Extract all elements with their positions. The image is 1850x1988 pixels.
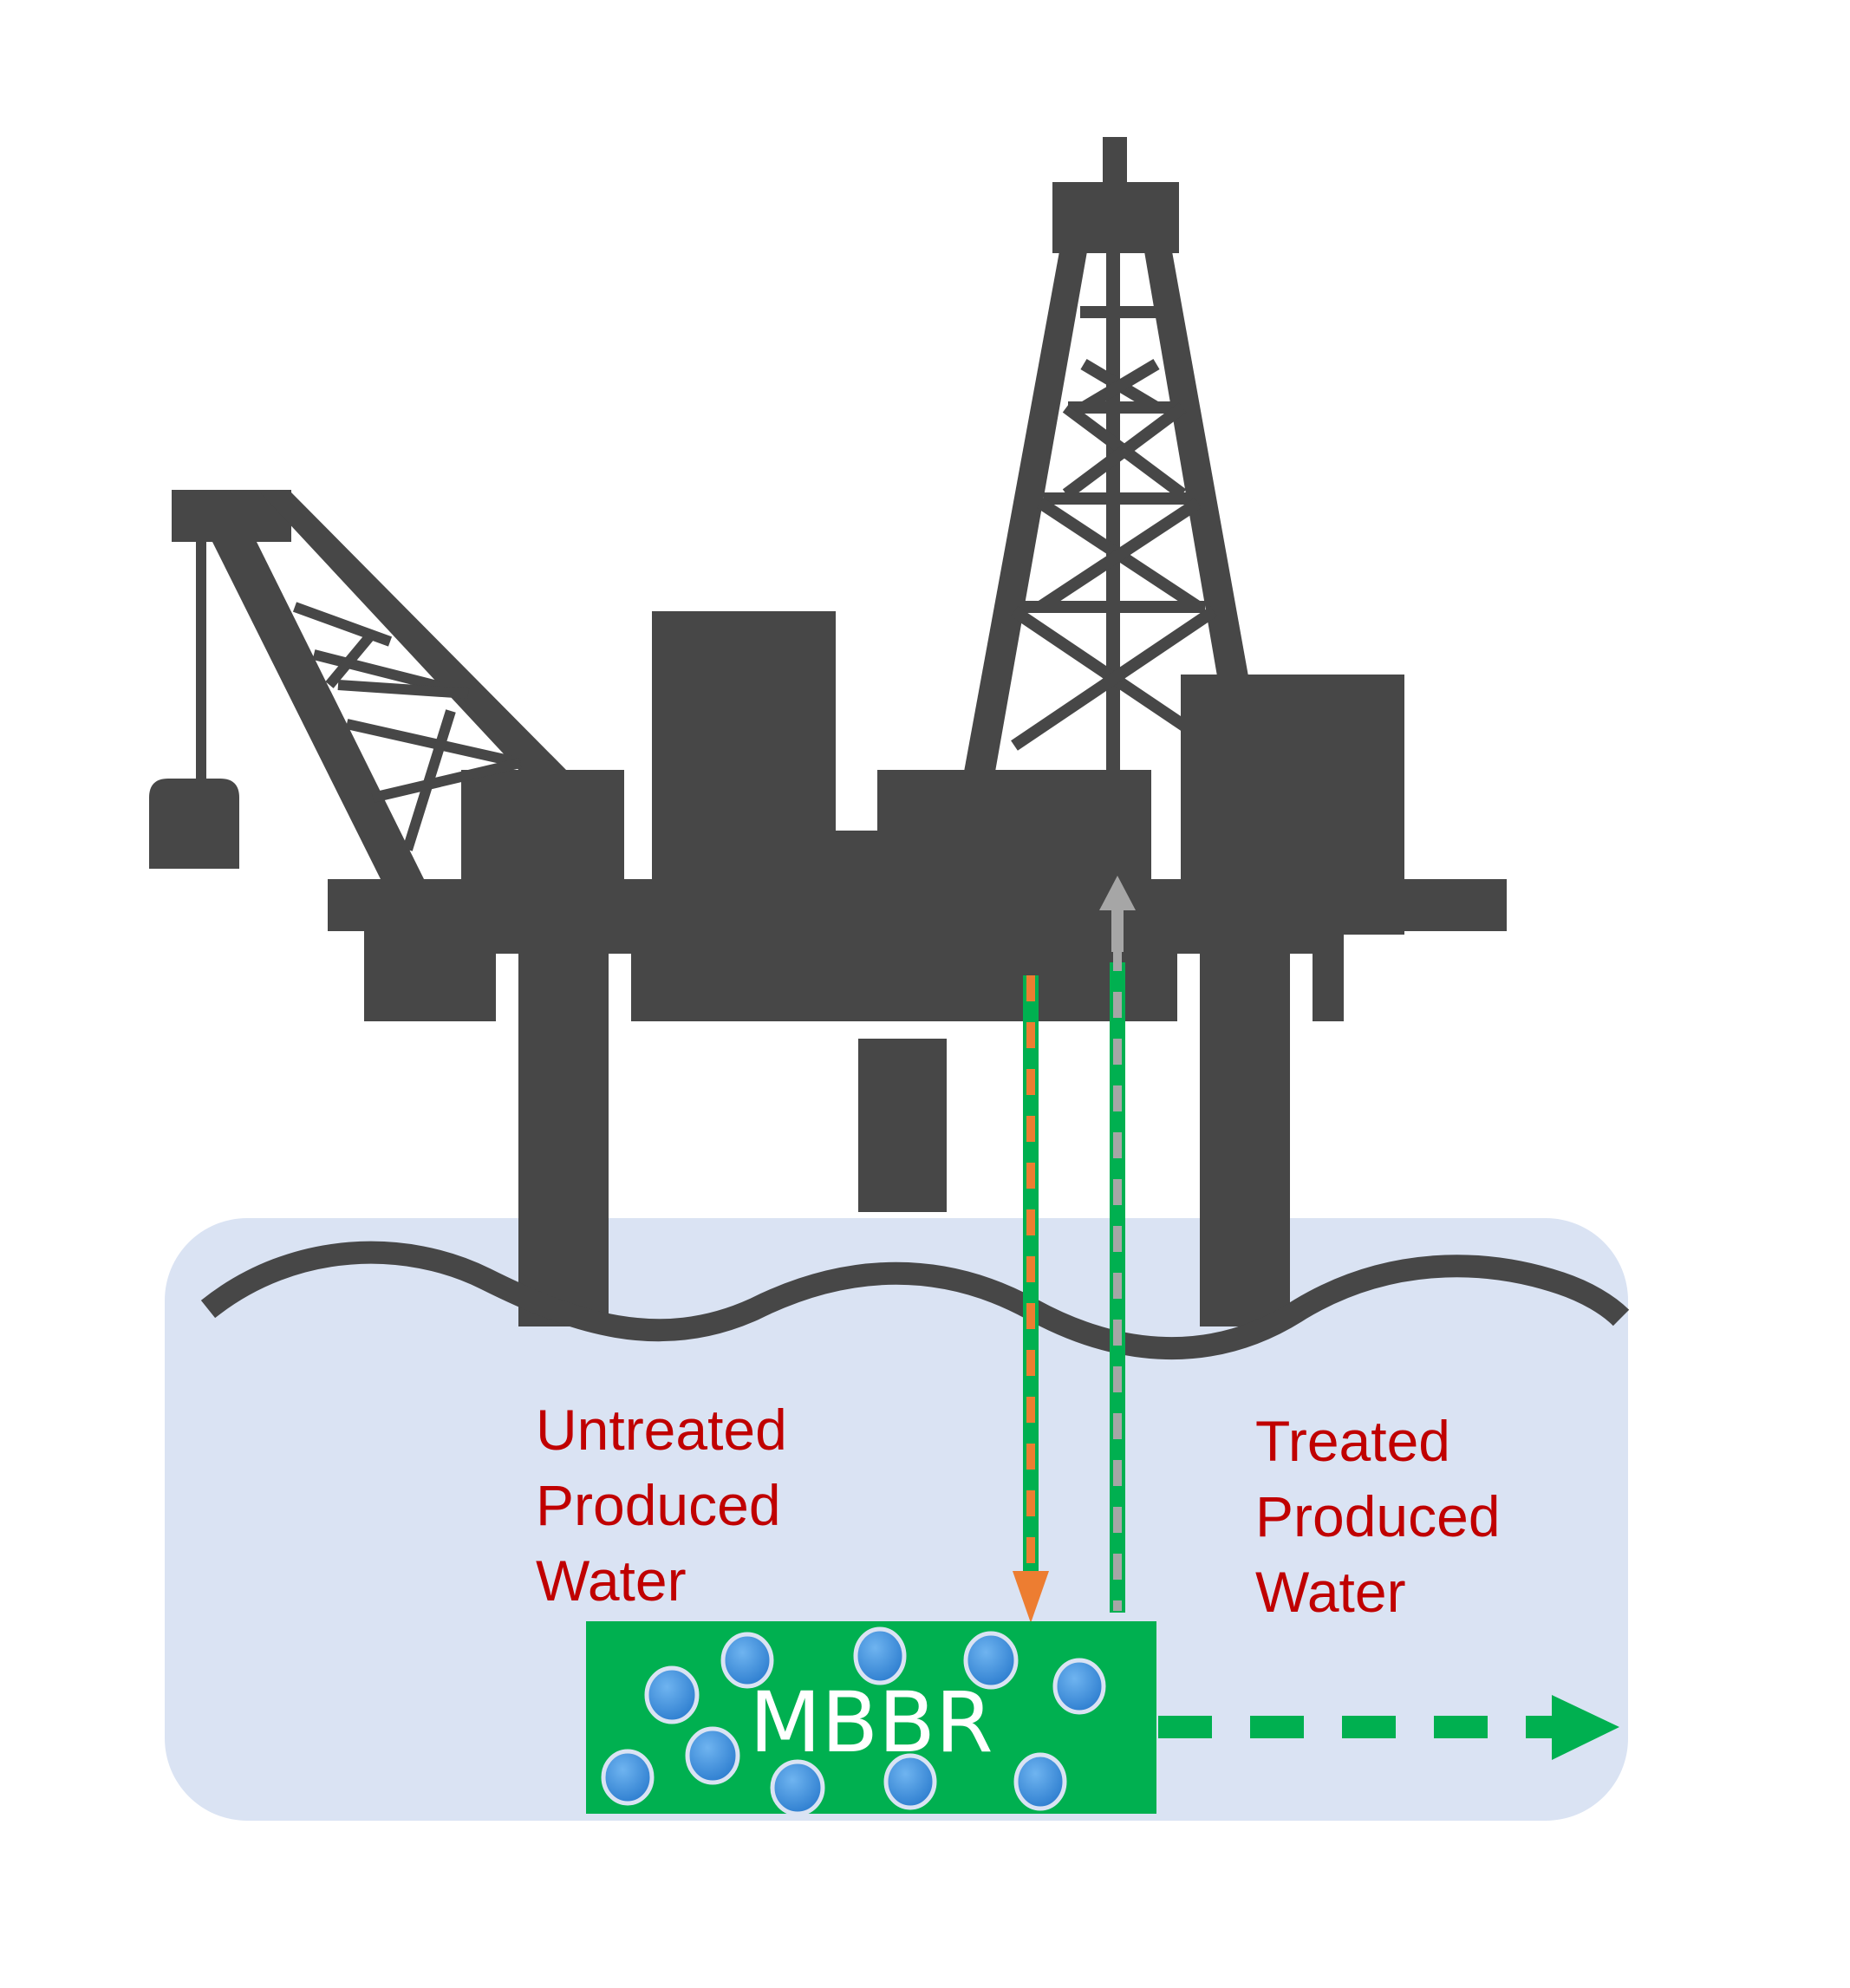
svg-text:Produced: Produced xyxy=(536,1473,781,1537)
svg-text:Produced: Produced xyxy=(1255,1484,1501,1548)
sea-area xyxy=(165,1218,1628,1821)
discharge-flow-arrow xyxy=(1158,1695,1619,1760)
svg-text:Water: Water xyxy=(1255,1560,1406,1624)
treated-flow-arrow xyxy=(1099,876,1136,1613)
svg-text:Water: Water xyxy=(536,1548,687,1613)
reactor-label: MBBR xyxy=(749,1674,993,1771)
biofilm-carrier-icon xyxy=(601,1626,1106,1816)
svg-text:Untreated: Untreated xyxy=(536,1398,787,1462)
svg-text:Treated: Treated xyxy=(1255,1409,1450,1473)
treated-label: Treated Produced Water xyxy=(1255,1409,1501,1624)
untreated-flow-arrow xyxy=(1013,975,1049,1623)
untreated-label: Untreated Produced Water xyxy=(536,1398,787,1613)
offshore-platform-icon xyxy=(149,137,1507,1326)
wave-icon xyxy=(200,1241,1630,1360)
